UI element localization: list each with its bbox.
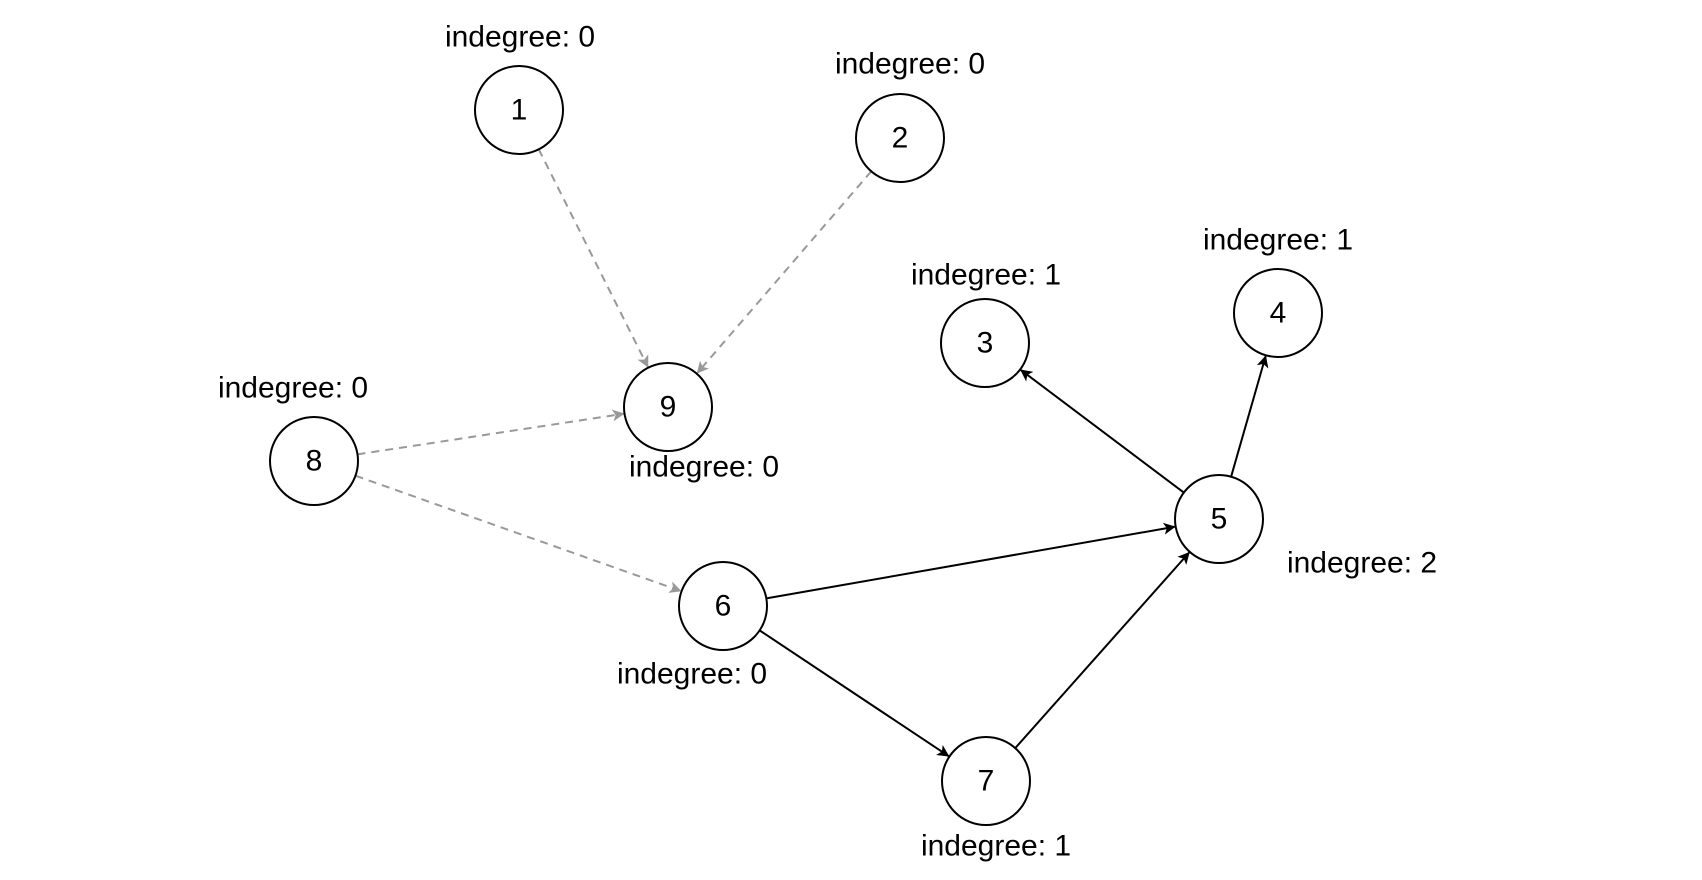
edge-8-to-9 xyxy=(357,409,625,456)
node-circle-4 xyxy=(1233,268,1323,358)
indegree-label-8: indegree: 0 xyxy=(218,372,368,405)
edge-6-to-7 xyxy=(759,629,950,757)
indegree-label-6: indegree: 0 xyxy=(617,658,767,691)
node-circle-1 xyxy=(474,65,564,155)
node-label-8: 8 xyxy=(306,445,323,478)
node-label-2: 2 xyxy=(892,122,909,155)
edge-1-to-9 xyxy=(537,148,649,368)
node-label-6: 6 xyxy=(715,590,732,623)
node-label-1: 1 xyxy=(511,94,528,127)
edge-2-to-9 xyxy=(696,170,873,374)
node-label-4: 4 xyxy=(1270,297,1287,330)
node-8: 8 xyxy=(269,416,359,506)
node-9: 9 xyxy=(623,362,713,452)
node-4: 4 xyxy=(1233,268,1323,358)
edge-7-to-5 xyxy=(1014,551,1190,749)
node-circle-8 xyxy=(269,416,359,506)
node-2: 2 xyxy=(855,93,945,183)
edges-layer xyxy=(355,148,1269,757)
node-circle-2 xyxy=(855,93,945,183)
node-6: 6 xyxy=(678,561,768,651)
node-circle-3 xyxy=(940,298,1030,388)
indegree-label-3: indegree: 1 xyxy=(911,259,1061,292)
indegree-label-2: indegree: 0 xyxy=(835,48,985,81)
node-label-7: 7 xyxy=(978,765,995,798)
node-circle-6 xyxy=(678,561,768,651)
node-3: 3 xyxy=(940,298,1030,388)
node-label-9: 9 xyxy=(660,391,677,424)
node-1: 1 xyxy=(474,65,564,155)
indegree-label-5: indegree: 2 xyxy=(1287,547,1437,580)
edge-5-to-4 xyxy=(1230,355,1269,477)
indegree-label-1: indegree: 0 xyxy=(445,21,595,54)
node-circle-7 xyxy=(941,736,1031,826)
indegree-label-4: indegree: 1 xyxy=(1203,224,1353,257)
node-label-3: 3 xyxy=(977,327,994,360)
indegree-labels-layer: indegree: 0 indegree: 0 indegree: 1 indegre… xyxy=(218,21,1437,863)
node-label-5: 5 xyxy=(1211,503,1228,536)
edge-6-to-5 xyxy=(766,522,1176,600)
indegree-label-7: indegree: 1 xyxy=(921,830,1071,863)
node-7: 7 xyxy=(941,736,1031,826)
edge-5-to-3 xyxy=(1020,369,1185,494)
nodes-layer: 1 2 3 4 5 6 7 8 9 xyxy=(269,65,1323,826)
node-5: 5 xyxy=(1174,474,1264,564)
node-circle-5 xyxy=(1174,474,1264,564)
edge-8-to-6 xyxy=(355,474,682,593)
node-circle-9 xyxy=(623,362,713,452)
indegree-label-9: indegree: 0 xyxy=(629,451,779,484)
